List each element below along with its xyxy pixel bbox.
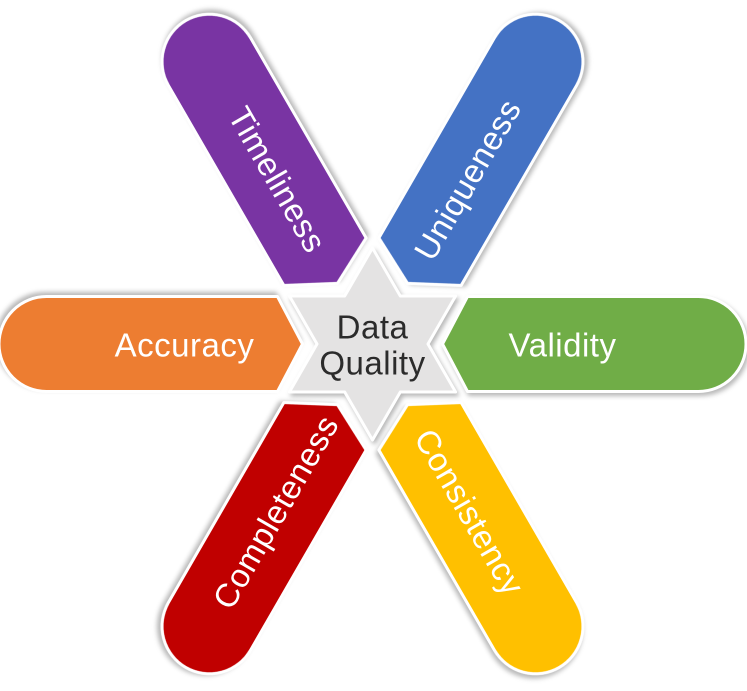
arm-label-validity: Validity — [509, 327, 617, 364]
arm-validity — [441, 295, 747, 393]
center-label-line2: Quality — [319, 345, 425, 382]
arm-completeness — [160, 401, 368, 676]
arm-label-accuracy: Accuracy — [115, 327, 255, 364]
center-star-shape — [287, 246, 458, 442]
center-label-line1: Data — [337, 309, 409, 346]
arm-accuracy — [0, 295, 304, 393]
arm-uniqueness — [377, 12, 585, 287]
arm-consistency — [377, 401, 585, 676]
arm-timeliness — [160, 12, 368, 287]
